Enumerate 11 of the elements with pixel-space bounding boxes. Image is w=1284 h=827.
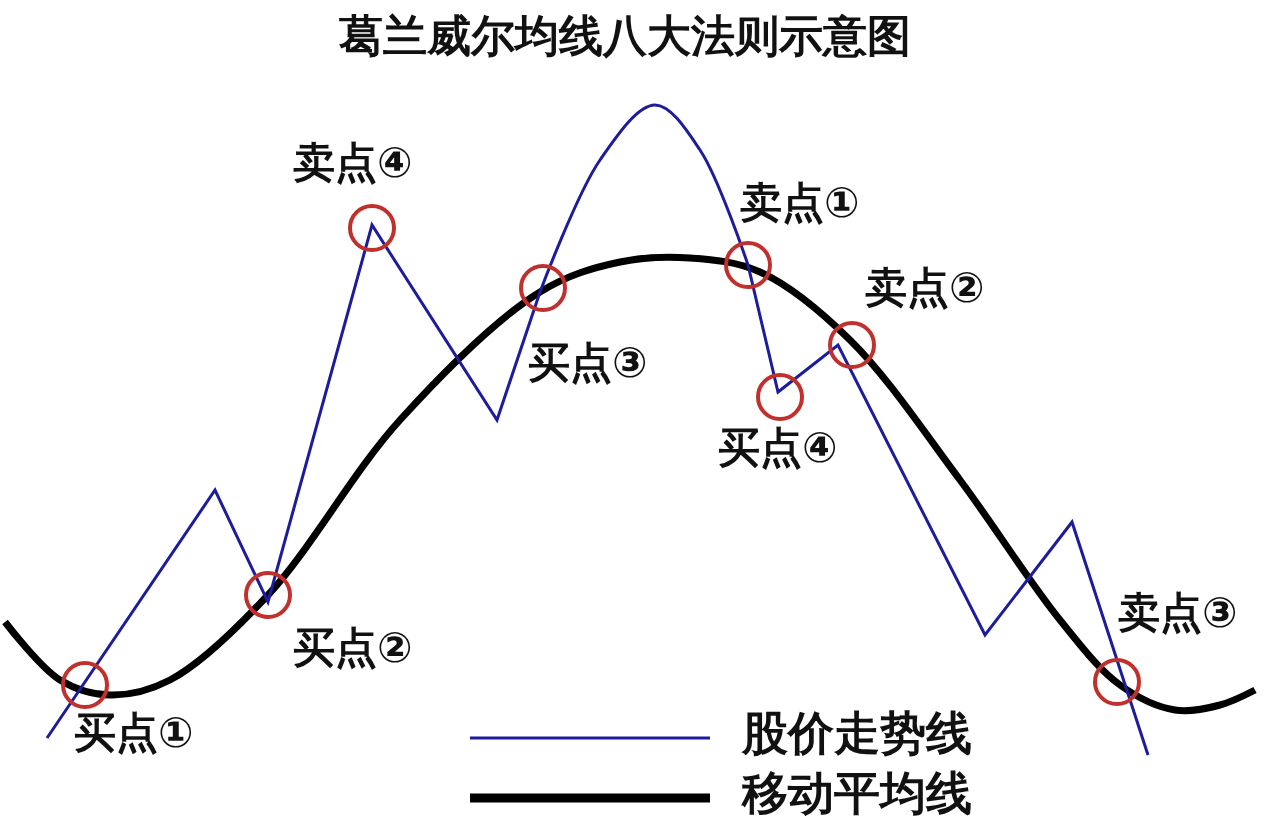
signal-point-label: 卖点④ [293,140,413,187]
signal-point-label: 卖点② [865,265,985,312]
legend-label: 移动平均线 [742,768,972,819]
signal-point-label: 买点④ [718,425,838,472]
legend-label: 股价走势线 [742,708,972,759]
signal-point-label: 买点② [293,625,413,672]
diagram-title: 葛兰威尔均线八大法则示意图 [338,12,912,61]
signal-point-label: 买点① [74,710,194,757]
signal-point-label: 卖点③ [1118,590,1238,637]
signal-point-label: 卖点① [740,180,860,227]
signal-point-label: 买点③ [528,340,648,387]
